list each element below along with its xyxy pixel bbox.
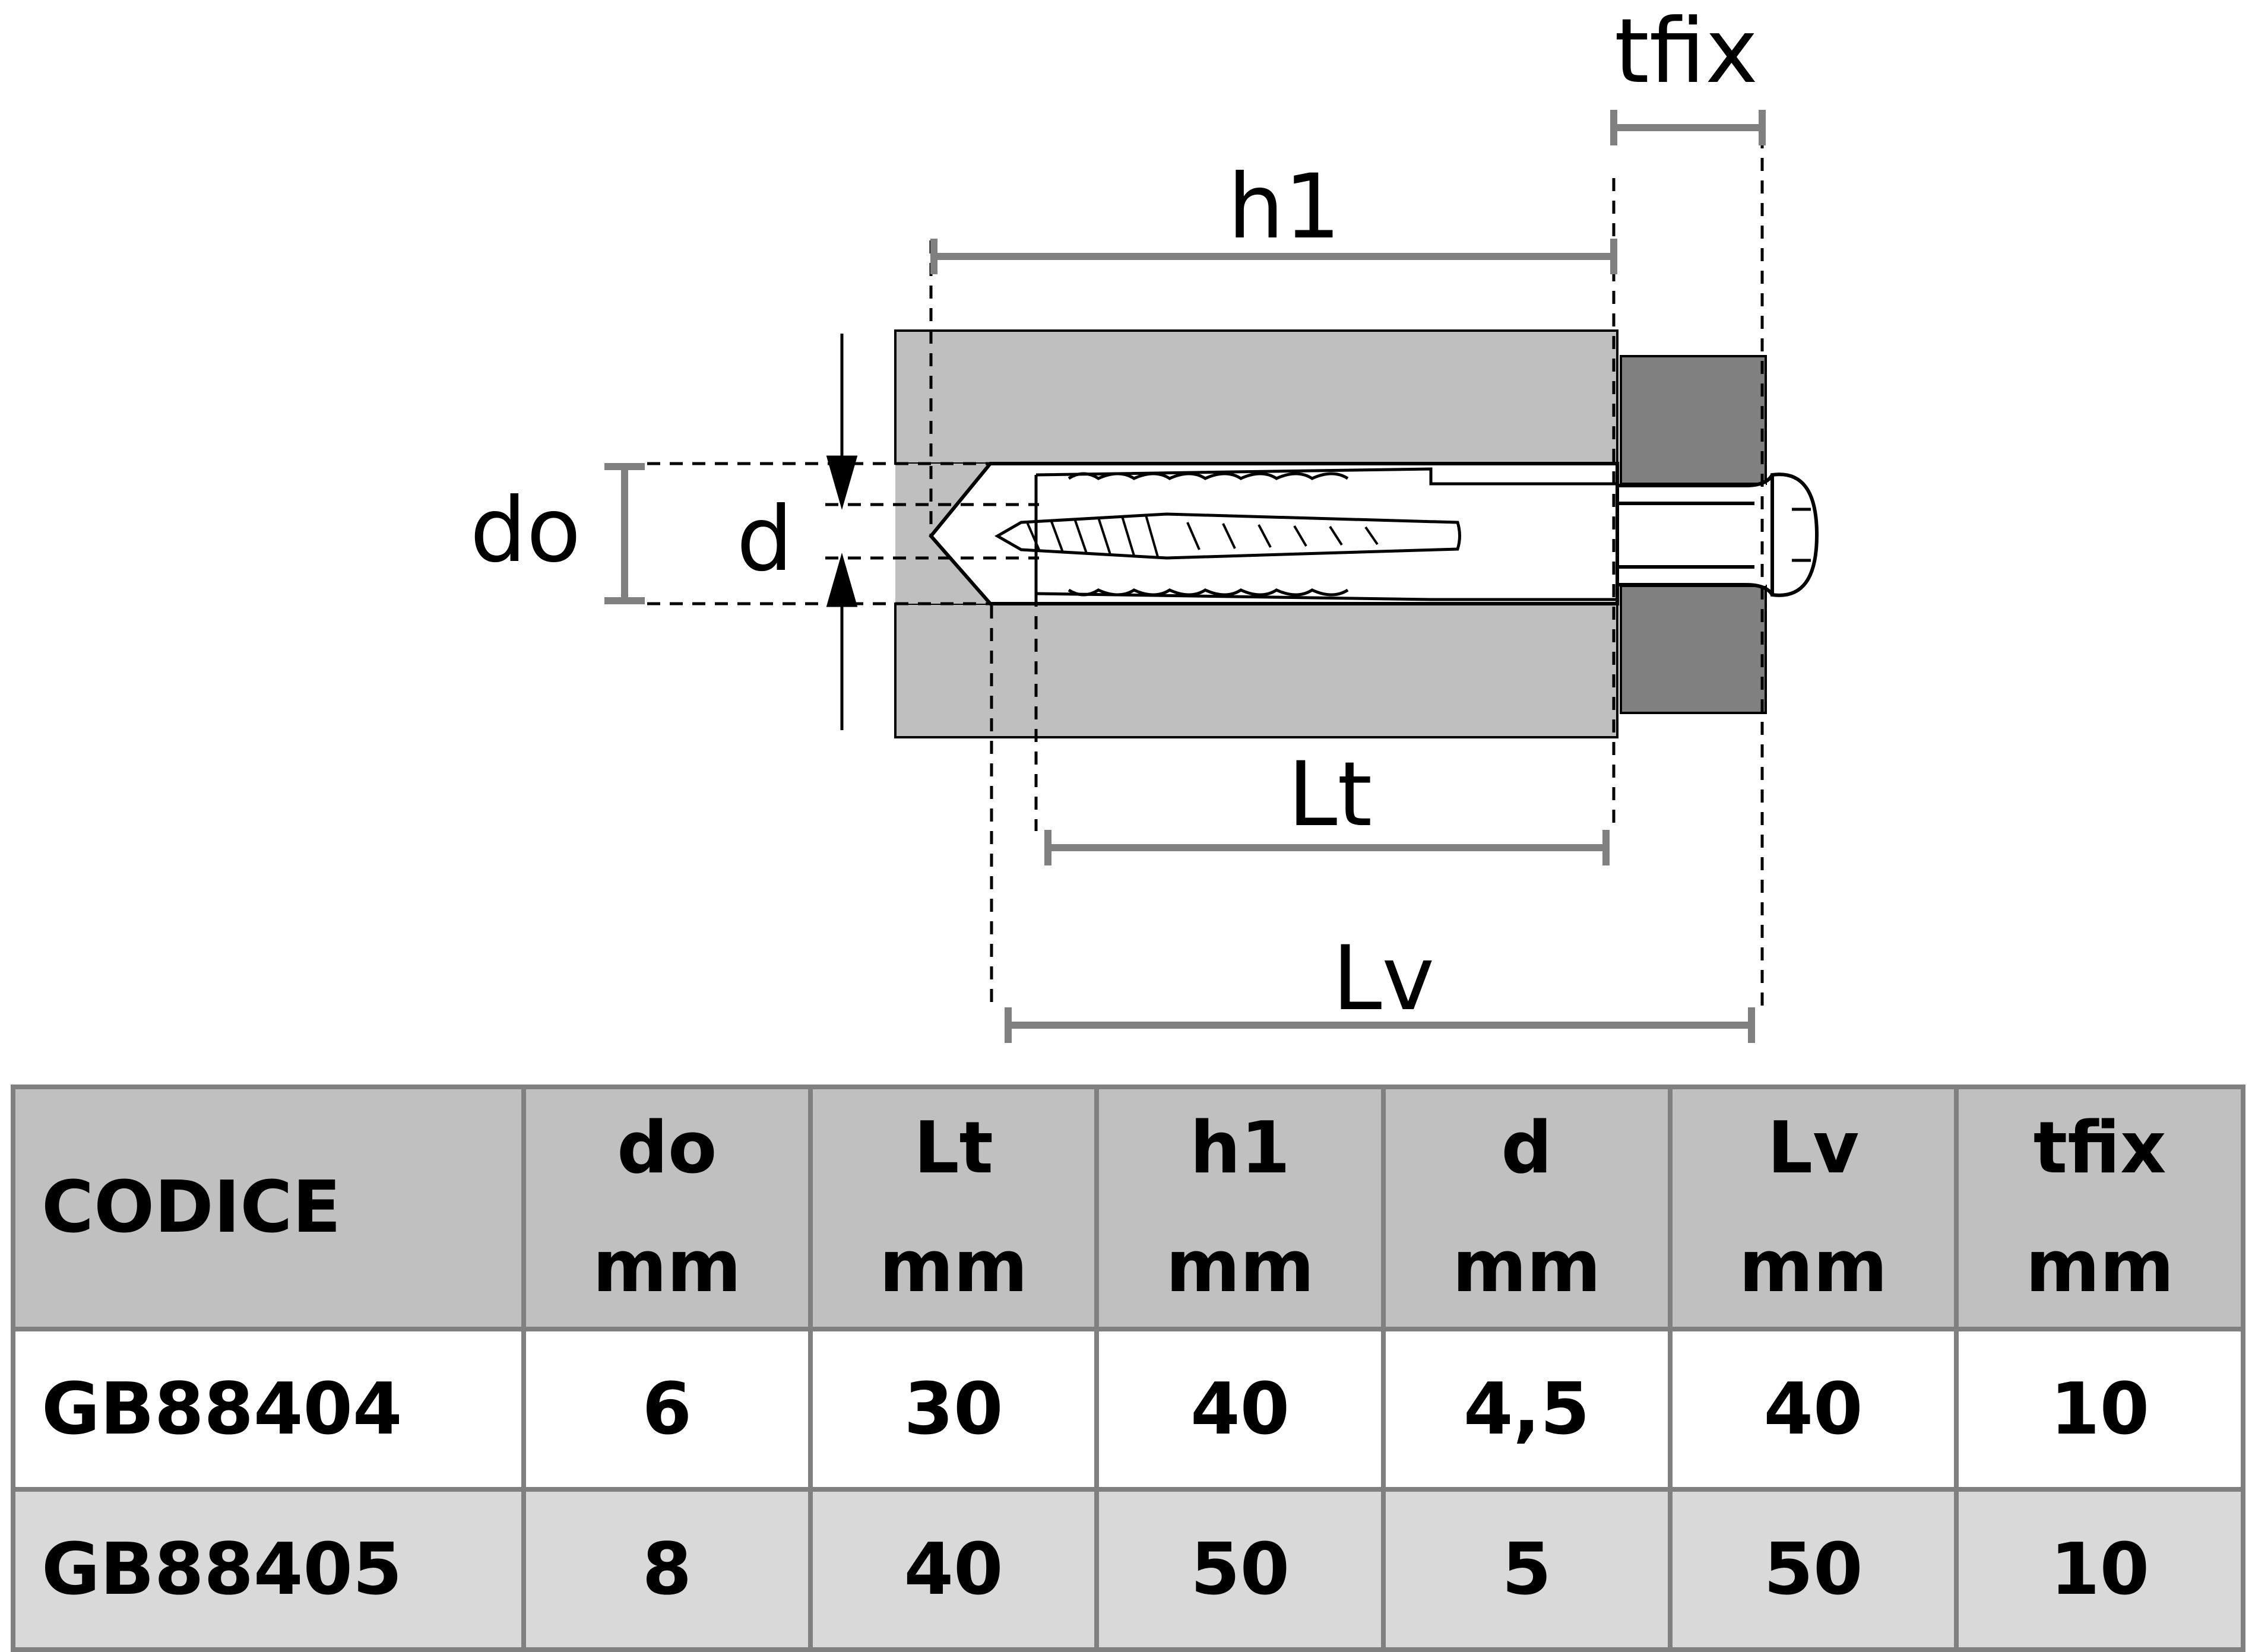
table-row: GB88405 8 40 50 5 50 10 [11,1487,2245,1652]
header-name: d [1501,1107,1553,1190]
plastic-dowel [1034,467,1617,601]
cell-d: 5 [1380,1487,1673,1652]
header-unit: mm [1738,1226,1887,1308]
d-arrows [826,334,858,730]
h1-dimension [930,239,1617,274]
spec-table: CODICE do mm Lt mm h1 mm d mm Lv mm [11,1085,2245,1652]
cell-lv: 50 [1667,1487,1959,1652]
cell-do: 6 [521,1327,813,1492]
cell-do: 8 [521,1487,813,1652]
cell-tfix: 10 [1954,1487,2245,1652]
header-name: Lt [914,1107,993,1190]
header-name: tfix [2033,1107,2167,1190]
header-unit: mm [879,1226,1028,1308]
label-h1: h1 [1228,156,1341,259]
header-unit: mm [593,1226,742,1308]
table-row: GB88404 6 30 40 4,5 40 10 [11,1327,2245,1492]
anchor-dimension-diagram: tfix h1 do d Lt Lv [470,0,1819,1043]
cell-lt: 40 [807,1487,1100,1652]
header-name: h1 [1190,1107,1291,1190]
cell-code: GB88405 [11,1487,526,1652]
header-tfix: tfix mm [1954,1085,2245,1331]
tfix-dimension [1610,110,1766,145]
cell-d: 4,5 [1380,1327,1673,1492]
label-lv: Lv [1332,927,1434,1030]
label-lt: Lt [1288,743,1372,846]
cell-lv: 40 [1667,1327,1959,1492]
cell-lt: 30 [807,1327,1100,1492]
header-unit: mm [1165,1226,1315,1308]
header-do: do mm [521,1085,813,1331]
cell-code: GB88404 [11,1327,526,1492]
fixture-plate [1620,355,1767,714]
header-d: d mm [1380,1085,1673,1331]
header-name: do [617,1107,717,1190]
do-dimension [604,463,645,604]
header-codice: CODICE [11,1085,526,1331]
arrow-up-icon [826,552,858,607]
label-tfix: tfix [1614,0,1758,103]
header-unit: mm [2025,1226,2174,1308]
header-name: Lv [1767,1107,1860,1190]
extension-lines [647,113,1764,1009]
cell-h1: 50 [1094,1487,1386,1652]
header-h1: h1 mm [1094,1085,1386,1331]
cell-tfix: 10 [1954,1327,2245,1492]
table-header-row: CODICE do mm Lt mm h1 mm d mm Lv mm [11,1085,2245,1331]
dimension-lines [604,110,1766,1043]
label-do: do [470,479,581,582]
cell-h1: 40 [1094,1327,1386,1492]
label-d: d [736,488,793,591]
lt-dimension [1044,830,1610,865]
header-lv: Lv mm [1667,1085,1959,1331]
header-unit: mm [1452,1226,1601,1308]
arrow-down-icon [826,455,858,510]
lv-dimension [1005,1007,1755,1043]
header-lt: Lt mm [807,1085,1100,1331]
